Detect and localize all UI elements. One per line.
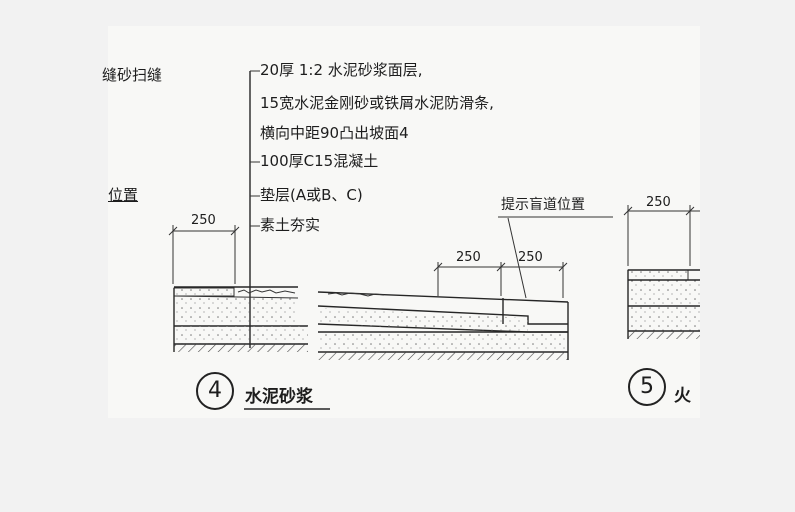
cropped-note-top: 缝砂扫缝 (102, 66, 163, 84)
detail-title-4: 水泥砂浆 (245, 387, 313, 407)
cropped-note-position: 位置 (108, 186, 139, 204)
detail-title-5: 火 (674, 386, 691, 406)
layer-note-3: 横向中距90凸出坡面4 (260, 124, 409, 142)
detail-number-5: 5 (628, 368, 666, 406)
detail-number-4: 4 (196, 372, 234, 410)
dimension-label-right: 250 (518, 250, 543, 265)
layer-note-5: 垫层(A或B、C) (260, 186, 363, 204)
detail-5-section (623, 205, 700, 339)
dimension-left (168, 225, 240, 284)
layer-note-1: 20厚 1:2 水泥砂浆面层, (260, 61, 423, 79)
dimension-label-detail5: 250 (646, 195, 671, 210)
section-drawing (168, 70, 700, 410)
dimension-right (433, 262, 568, 298)
dimension-label-mid: 250 (456, 250, 481, 265)
layer-note-2: 15宽水泥金刚砂或铁屑水泥防滑条, (260, 94, 494, 112)
tactile-path-callout: 提示盲道位置 (501, 197, 585, 213)
layer-note-4: 100厚C15混凝土 (260, 152, 379, 170)
detail-4-section (168, 70, 613, 360)
dimension-label-left: 250 (191, 213, 216, 228)
layer-note-6: 素土夯实 (260, 216, 321, 234)
drawing-sheet: 缝砂扫缝 位置 20厚 1:2 水泥砂浆面层, 15宽水泥金刚砂或铁屑水泥防滑条… (102, 26, 700, 418)
